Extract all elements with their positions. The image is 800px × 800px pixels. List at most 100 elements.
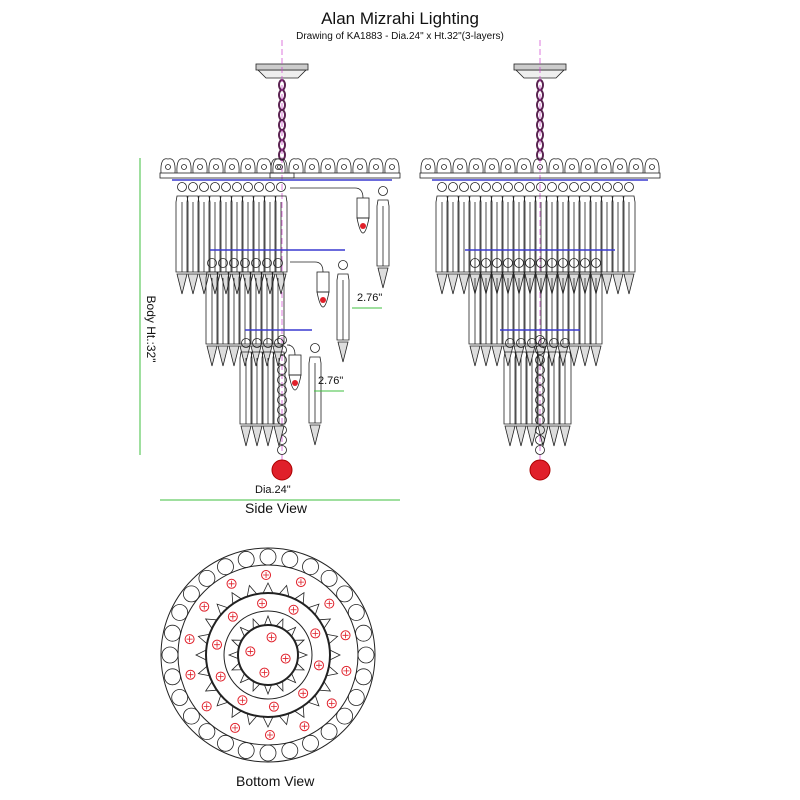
bead <box>243 182 253 192</box>
bulb-marker <box>230 722 241 733</box>
crown-leaf <box>302 558 319 576</box>
drop-crystal <box>458 273 470 295</box>
crown-dot <box>489 164 495 170</box>
crown-leaf <box>198 723 216 741</box>
crown-leaf <box>347 604 365 621</box>
crystal-point <box>329 649 341 661</box>
drop-crystal <box>504 425 516 447</box>
crystal-point <box>231 591 243 605</box>
bulb-cross <box>328 700 335 707</box>
crystal-point <box>297 650 309 660</box>
prism-crystal <box>589 271 603 345</box>
bulb-cross <box>217 673 224 680</box>
crown-leaf <box>336 707 354 725</box>
crown-leaf <box>368 158 384 174</box>
crown-band <box>159 172 401 179</box>
bulb-marker <box>268 701 279 712</box>
drop-crystal <box>623 273 635 295</box>
crystal-point <box>318 680 332 692</box>
bulb-marker <box>215 671 226 682</box>
bead <box>516 338 526 348</box>
front-view-drawing <box>419 40 661 481</box>
bead <box>558 258 568 268</box>
crown-leaf <box>176 158 192 174</box>
crown-leaf <box>484 158 500 174</box>
drop-crystal <box>217 345 229 367</box>
crystal-point <box>293 705 305 719</box>
crown-dot <box>473 164 479 170</box>
crystal-point <box>278 712 290 726</box>
bulb-marker <box>259 667 270 678</box>
bulb-cross <box>201 603 208 610</box>
crown-leaf <box>182 707 200 725</box>
drop-crystal <box>250 345 262 367</box>
bead <box>503 258 513 268</box>
bead <box>525 182 535 192</box>
bulb-cross <box>232 724 239 731</box>
bulb-marker <box>310 628 321 639</box>
bead <box>538 338 548 348</box>
drop-crystal <box>436 273 448 295</box>
crown-leaf <box>384 158 400 174</box>
crystal-point <box>275 617 284 630</box>
drop-crystal <box>251 425 263 447</box>
bead <box>273 258 283 268</box>
bead <box>188 182 198 192</box>
bead <box>547 182 557 192</box>
bead <box>459 182 469 192</box>
crown-dot <box>373 164 379 170</box>
drop-crystal <box>546 345 558 367</box>
bottom-view-label: Bottom View <box>236 773 315 789</box>
prism-crystal <box>376 199 390 267</box>
bead <box>276 182 286 192</box>
drop-crystal <box>275 273 287 295</box>
bulb-marker <box>261 570 272 581</box>
prism-crystal <box>622 195 636 273</box>
crown-leaf <box>420 158 436 174</box>
chain-bead <box>277 445 287 455</box>
crown-leaf <box>217 558 234 576</box>
crown-dot <box>277 164 283 170</box>
crown-leaf <box>355 624 372 642</box>
drop-crystal <box>469 345 481 367</box>
crown-leaf <box>281 551 299 568</box>
bulb-socket <box>288 354 302 376</box>
crystal-point <box>246 584 258 598</box>
crystal-point <box>275 680 284 693</box>
crown-dot <box>389 164 395 170</box>
crown-dot <box>585 164 591 170</box>
prism-crystal <box>271 271 285 345</box>
bead <box>536 182 546 192</box>
body-height-label: Body Ht.:32" <box>144 295 158 363</box>
bulb-filament <box>320 297 326 303</box>
bead <box>492 182 502 192</box>
crystal-point <box>204 680 218 692</box>
bulb-cross <box>268 634 275 641</box>
bead <box>503 182 513 192</box>
crown-leaf <box>217 734 234 752</box>
bulb-marker <box>341 665 352 676</box>
bead <box>536 258 546 268</box>
bulb-cross <box>343 667 350 674</box>
ring <box>205 592 331 718</box>
crown-leaf <box>164 624 181 642</box>
crown-dot <box>521 164 527 170</box>
bead <box>232 182 242 192</box>
crown-dot <box>505 164 511 170</box>
crown-leaf <box>302 734 319 752</box>
prism-crystal <box>308 356 322 424</box>
bead <box>199 182 209 192</box>
crown-leaf <box>182 585 200 603</box>
crown-dot <box>309 164 315 170</box>
crown-dot <box>425 164 431 170</box>
chain-bead <box>535 445 545 455</box>
bulb-cross <box>229 613 236 620</box>
crystal-point <box>216 603 229 616</box>
bead <box>218 258 228 268</box>
drop-crystal <box>526 425 538 447</box>
crown-leaf <box>164 668 181 686</box>
bulb-cross <box>261 669 268 676</box>
bead <box>470 258 480 268</box>
crown-leaf <box>237 742 255 759</box>
